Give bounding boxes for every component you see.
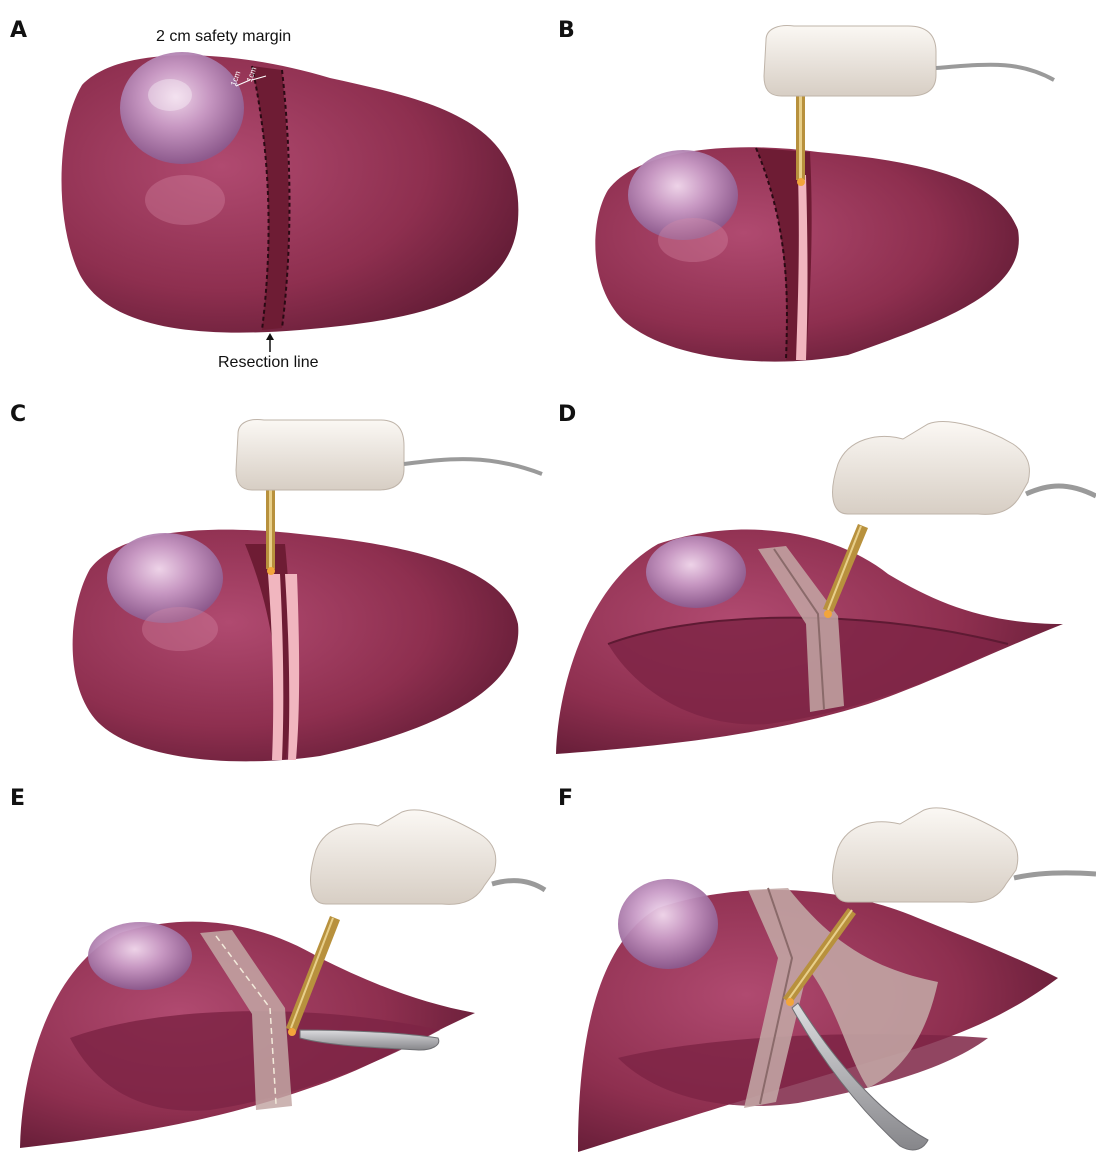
resection-line-label: Resection line — [218, 354, 319, 372]
safety-margin-label: 2 cm safety margin — [156, 28, 291, 46]
tumor — [88, 922, 192, 990]
panel-c: C — [0, 384, 548, 768]
panel-b: B — [548, 0, 1096, 384]
panel-f: F — [548, 768, 1096, 1152]
device-cable — [1014, 873, 1096, 878]
device-body — [311, 810, 496, 905]
panel-label: D — [558, 402, 576, 427]
panel-d: D — [548, 384, 1096, 768]
device-cable — [404, 459, 542, 474]
liver-illustration-f — [548, 768, 1096, 1152]
liver-illustration-d — [548, 384, 1096, 768]
liver-illustration-a — [0, 0, 548, 384]
panel-label: F — [558, 786, 573, 811]
panel-label: B — [558, 18, 575, 43]
panel-a: A 2 cm safety margin Resection line 1cm … — [0, 0, 548, 384]
liver-illustration-b — [548, 0, 1096, 384]
panel-label: C — [10, 402, 26, 427]
device-body — [764, 26, 936, 96]
device-cable — [936, 65, 1054, 80]
tumor — [646, 536, 746, 608]
device-cable — [1026, 486, 1096, 496]
device-body — [833, 422, 1030, 515]
device-body — [236, 420, 404, 490]
device-body — [833, 808, 1018, 903]
panel-e: E — [0, 768, 548, 1152]
liver-illustration-c — [0, 384, 548, 768]
device-cable — [492, 881, 545, 890]
panel-label: A — [10, 18, 27, 43]
tumor — [618, 879, 718, 969]
panel-label: E — [10, 786, 25, 811]
liver-illustration-e — [0, 768, 548, 1152]
